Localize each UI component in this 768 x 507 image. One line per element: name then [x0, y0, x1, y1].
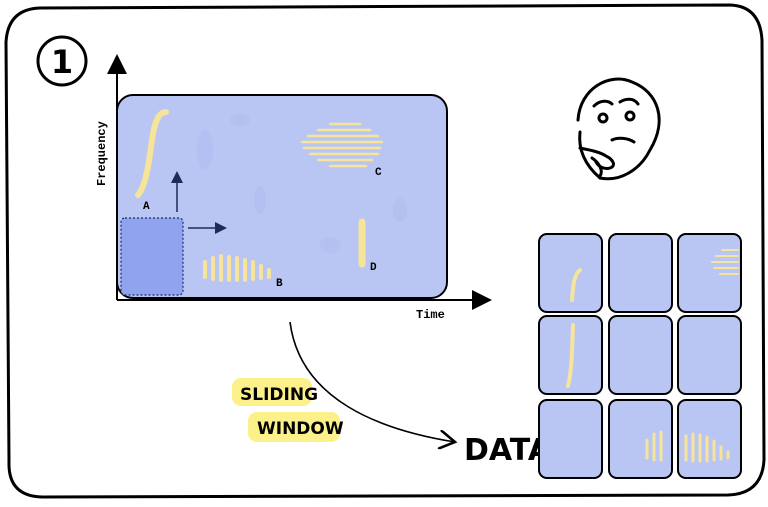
sliding-window-line2: WINDOW	[257, 419, 344, 439]
region-a-label: A	[143, 201, 150, 213]
data-tile	[608, 315, 673, 395]
tile-signal-a-top	[570, 268, 582, 302]
flow-arrow	[289, 321, 455, 442]
data-tile	[677, 233, 742, 313]
y-axis-label: Frequency	[95, 121, 109, 186]
x-axis-label: Time	[416, 308, 445, 322]
data-tile	[677, 315, 742, 395]
data-tile	[608, 233, 673, 313]
sliding-window	[120, 217, 184, 296]
data-tile	[608, 399, 673, 479]
region-d-label: D	[370, 262, 377, 274]
tile-signal-c	[711, 249, 739, 275]
signal-b	[203, 254, 271, 282]
step-number: 1	[51, 43, 73, 81]
region-b-label: B	[276, 278, 283, 290]
tile-signal-b	[684, 432, 730, 463]
sliding-window-label: SLIDING WINDOW	[232, 378, 344, 442]
tile-signal-a-bottom	[566, 323, 575, 388]
data-tile	[538, 399, 603, 479]
spectrogram-noise	[197, 114, 407, 253]
signal-a	[135, 109, 169, 198]
data-tile	[538, 233, 603, 313]
outer-frame	[4, 3, 766, 499]
data-tile-grid	[538, 233, 742, 479]
signal-c	[300, 122, 384, 168]
data-label: DATA	[464, 433, 552, 468]
thinking-face-icon	[576, 77, 661, 181]
region-c-label: C	[375, 167, 382, 179]
tile-signal-b-partial	[645, 430, 663, 462]
sliding-window-line1: SLIDING	[240, 385, 318, 405]
step-number-badge: 1	[36, 35, 88, 87]
